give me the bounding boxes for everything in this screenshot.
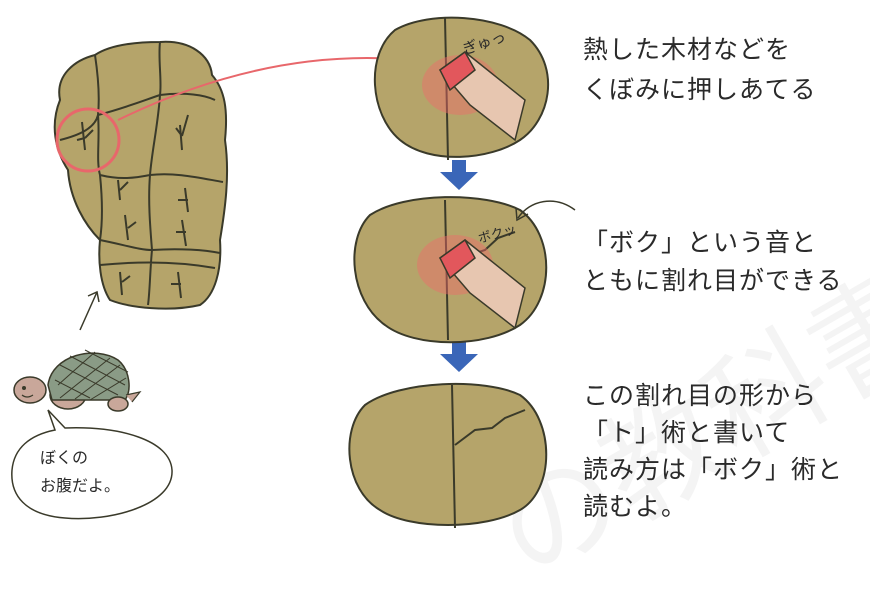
step3-caption-line4: 読むよ。: [583, 492, 688, 521]
illustration-layer: [11, 16, 576, 529]
bubble-line2: お腹だよ。: [40, 476, 121, 495]
plastron-shell: [53, 40, 229, 310]
turtle-pointer: [79, 291, 98, 331]
step3-shell: [348, 382, 548, 529]
divination-diagram: の教科書: [11, 16, 870, 607]
step1-caption-line1: 熱した木材などを: [583, 35, 792, 64]
highlight-circle: [55, 107, 121, 173]
step2-caption-line1: 「ボク」という音と: [583, 228, 818, 257]
down-arrow-2: [440, 342, 478, 372]
step3-caption-line2: 「ト」術と書いて: [583, 418, 791, 447]
step2-shell: [353, 196, 548, 344]
speech-bubble: [11, 409, 173, 520]
step3-caption-line1: この割れ目の形から: [583, 381, 818, 410]
turtle-icon: [13, 349, 142, 412]
sound-arrow: [517, 200, 576, 219]
down-arrow-1: [440, 160, 478, 190]
pointer-arrow: [117, 57, 411, 121]
step1-caption-line2: くぼみに押しあてる: [583, 75, 817, 104]
step2-caption-line2: ともに割れ目ができる: [583, 266, 843, 295]
step1-shell: [374, 16, 550, 161]
step3-caption-line3: 読み方は「ボク」術と: [583, 455, 844, 484]
bubble-line1: ぼくの: [40, 448, 89, 467]
